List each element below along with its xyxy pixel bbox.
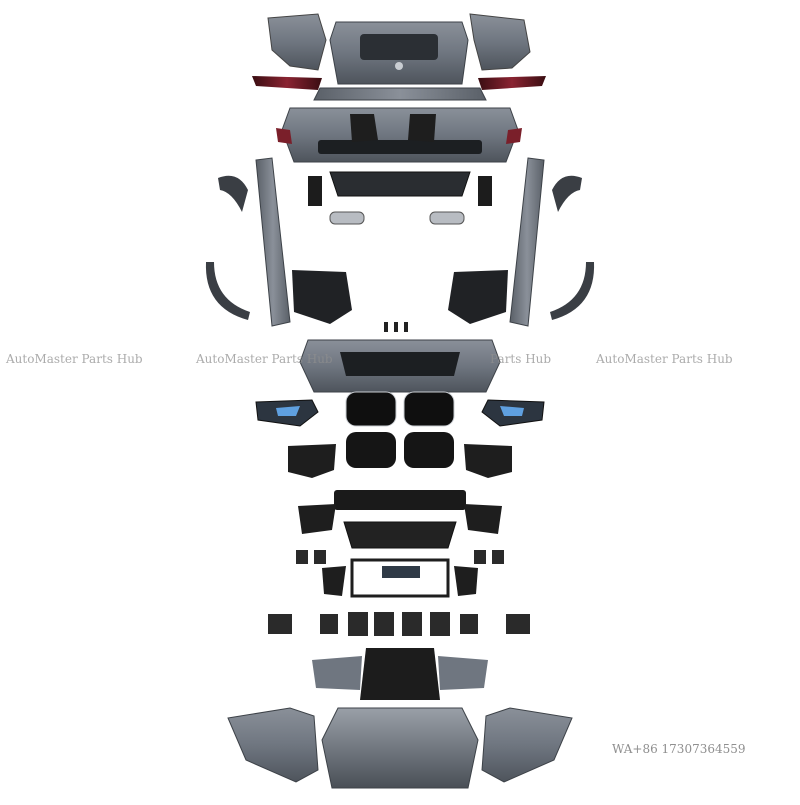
exhaust-tip-right — [429, 211, 465, 225]
bumper-bracket-left — [350, 114, 378, 142]
fender-liner-right — [448, 270, 508, 324]
small-bracket-row-1 — [296, 550, 504, 564]
headlight-bracket-left — [288, 444, 336, 478]
rear-quarter-panel-right — [469, 13, 531, 71]
front-lip — [343, 521, 457, 549]
watermark-text: Parts Hub — [490, 352, 552, 366]
exhaust-tip-left — [329, 211, 365, 225]
wheel-arch-rear-right — [552, 175, 582, 212]
kidney-grille-gloss — [345, 391, 455, 427]
splash-shield-left — [312, 656, 362, 690]
rear-diffuser — [329, 171, 471, 197]
headlight-bracket-right — [464, 444, 512, 478]
diffuser-bracket-right — [478, 176, 492, 206]
rear-spoiler — [313, 87, 487, 101]
radiator-support — [350, 558, 450, 598]
lower-grille — [334, 490, 466, 510]
wheel-arch-rear-left — [218, 175, 248, 212]
front-fender-right — [481, 707, 573, 783]
side-skirt-right — [509, 157, 545, 327]
tail-light-left — [252, 76, 322, 90]
kidney-grille-matte — [346, 432, 454, 468]
headlight-left — [255, 399, 319, 427]
hood — [321, 707, 479, 789]
fender-bracket-left — [322, 566, 346, 596]
watermark-text: AutoMaster Parts Hub — [196, 352, 333, 366]
headlight-right — [481, 399, 545, 427]
reflector-right — [506, 128, 522, 144]
engine-under-tray — [360, 648, 440, 700]
wheel-arch-front-right — [550, 262, 595, 320]
tail-light-right — [478, 76, 546, 90]
tailgate — [329, 21, 469, 85]
diffuser-bracket-left — [308, 176, 322, 206]
air-duct-left — [298, 504, 336, 534]
front-bumper — [299, 339, 501, 393]
watermark-text: AutoMaster Parts Hub — [596, 352, 733, 366]
reflector-left — [276, 128, 292, 144]
bumper-clips — [384, 322, 408, 332]
fender-liner-left — [292, 270, 352, 324]
side-skirt-left — [255, 157, 291, 327]
rear-bumper — [281, 107, 519, 163]
bumper-bracket-right — [408, 114, 436, 142]
splash-shield-right — [438, 656, 488, 690]
contact-phone: WA+86 17307364559 — [612, 742, 746, 756]
watermark-text: AutoMaster Parts Hub — [6, 352, 143, 366]
wheel-arch-front-left — [205, 262, 250, 320]
rear-quarter-panel-left — [267, 13, 327, 71]
air-duct-right — [464, 504, 502, 534]
front-fender-left — [227, 707, 319, 783]
small-bracket-row-2 — [268, 612, 530, 636]
fender-bracket-right — [454, 566, 478, 596]
